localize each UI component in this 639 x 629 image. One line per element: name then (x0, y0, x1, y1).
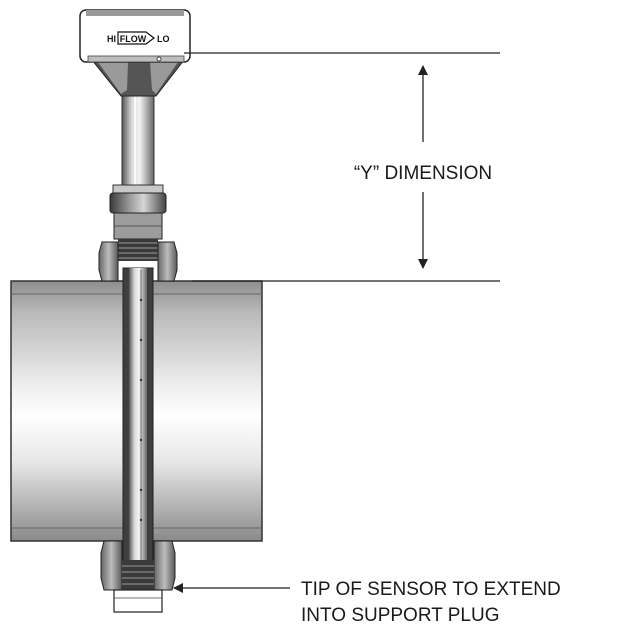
fitting-ring (112, 184, 164, 194)
probe-hole (139, 488, 143, 492)
probe-hole (139, 438, 143, 442)
probe-hole (139, 378, 143, 382)
sensor-head-top (86, 10, 184, 16)
weld-coupling (98, 239, 178, 282)
plug-thread (122, 560, 154, 590)
brand-lo-text: LO (157, 34, 170, 44)
coupling-left (98, 241, 119, 282)
sensor-head-collar (87, 55, 185, 63)
fitting-nut (109, 192, 167, 214)
tip-label-line2: INTO SUPPORT PLUG (301, 605, 500, 626)
brand-flow-text: FLOW (120, 34, 147, 44)
support-plug (100, 540, 176, 613)
coupling-right (157, 241, 178, 282)
brand-hi-text: HI (107, 34, 116, 44)
probe-hole (139, 338, 143, 342)
sensor-probe (122, 267, 154, 569)
y-dimension-indicator: “Y” DIMENSION (184, 52, 500, 282)
plug-coupling-right (153, 540, 176, 591)
plug-coupling-left (100, 540, 123, 591)
probe-hole (139, 298, 143, 302)
tip-label-line1: TIP OF SENSOR TO EXTEND (301, 579, 561, 600)
sensor-head: HI FLOW LO (79, 9, 191, 63)
flow-arrow-icon (117, 31, 155, 45)
thread-section (118, 239, 158, 261)
compression-fitting (109, 184, 167, 240)
head-screw-icon (156, 56, 162, 62)
y-dimension-label: “Y” DIMENSION (354, 163, 492, 184)
plug-cap (113, 589, 163, 613)
probe-hole (139, 518, 143, 522)
tip-callout: TIP OF SENSOR TO EXTEND INTO SUPPORT PLU… (173, 579, 561, 626)
probe-inner (129, 268, 147, 568)
head-funnel-highlight (98, 62, 128, 94)
head-funnel-highlight (150, 62, 178, 94)
